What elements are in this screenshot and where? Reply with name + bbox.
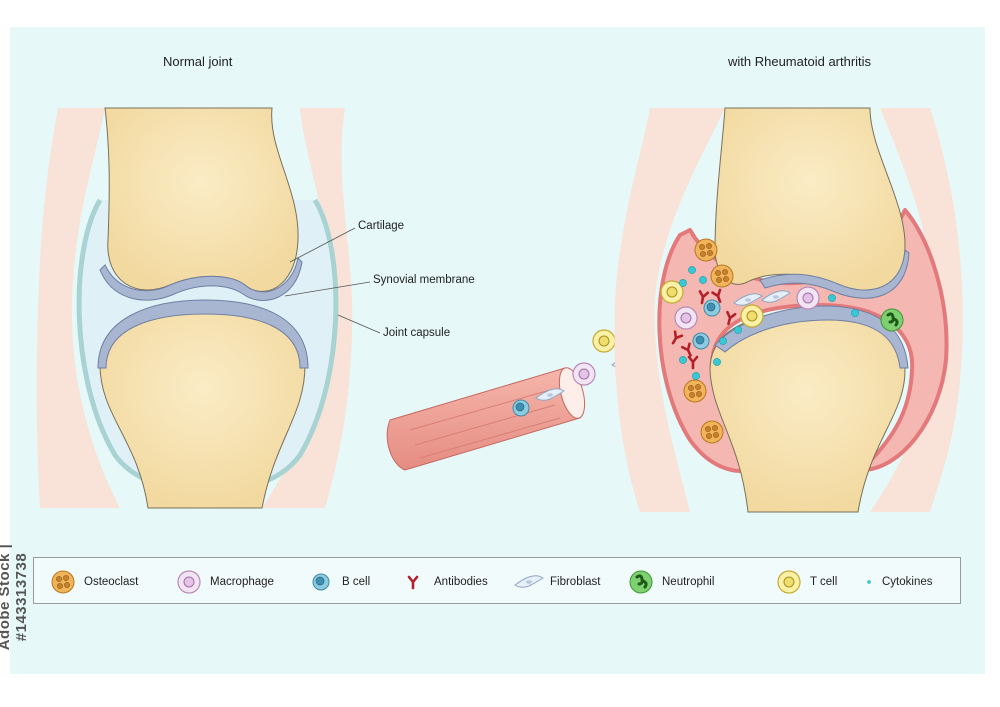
ra-lower-cartilage xyxy=(714,305,909,369)
macrophage-icon xyxy=(177,569,201,594)
legend-label: Osteoclast xyxy=(84,575,139,588)
legend-label: Neutrophil xyxy=(662,575,715,588)
legend-label: B cell xyxy=(342,575,371,588)
normal-soft-tissue xyxy=(36,108,120,508)
cytokine-icon xyxy=(867,579,871,584)
legend-item-neutrophil: Neutrophil xyxy=(626,558,714,605)
antibody-icon xyxy=(407,575,419,589)
normal-upper-bone xyxy=(104,107,299,292)
legend-item-fibroblast: Fibroblast xyxy=(514,558,601,605)
legend-label: Macrophage xyxy=(210,575,274,588)
label-cartilage: Cartilage xyxy=(358,220,405,232)
legend-label: Antibodies xyxy=(434,575,488,588)
label-joint-capsule: Joint capsule xyxy=(383,327,451,339)
stock-watermark-id: Adobe Stock | #143313738 xyxy=(0,544,30,651)
normal-upper-cartilage xyxy=(99,256,303,301)
b-cell-icon xyxy=(312,573,330,590)
ra-soft-tissue xyxy=(614,108,725,512)
synovial-leader xyxy=(284,281,371,297)
t-cell-icon xyxy=(777,569,801,594)
legend: Osteoclast Macrophage B cell Antibodies … xyxy=(33,557,961,604)
legend-item-osteoclast: Osteoclast xyxy=(48,558,138,605)
normal-lower-cartilage xyxy=(97,299,309,369)
fibroblast-icon xyxy=(514,574,544,588)
ra-soft-tissue-right xyxy=(870,108,963,512)
legend-label: Fibroblast xyxy=(550,575,601,588)
osteoclast-icon xyxy=(51,570,75,593)
title-arthritis-joint: with Rheumatoid arthritis xyxy=(728,54,872,69)
neutrophil-icon xyxy=(628,569,654,594)
legend-item-t-cell: T cell xyxy=(774,558,837,605)
ra-upper-cartilage xyxy=(759,249,910,299)
cartilage-leader xyxy=(289,227,356,263)
normal-joint xyxy=(36,107,381,509)
legend-label: T cell xyxy=(810,575,838,588)
arthritis-joint xyxy=(614,107,963,513)
normal-soft-tissue-right xyxy=(262,108,353,508)
capsule-leader xyxy=(337,314,381,334)
label-synovial-membrane: Synovial membrane xyxy=(373,274,475,286)
legend-label: Cytokines xyxy=(882,575,933,588)
legend-item-macrophage: Macrophage xyxy=(174,558,274,605)
title-normal-joint: Normal joint xyxy=(163,54,233,69)
legend-item-b-cell: B cell xyxy=(306,558,370,605)
legend-item-cytokines: Cytokines xyxy=(862,558,933,605)
legend-item-antibodies: Antibodies xyxy=(398,558,488,605)
